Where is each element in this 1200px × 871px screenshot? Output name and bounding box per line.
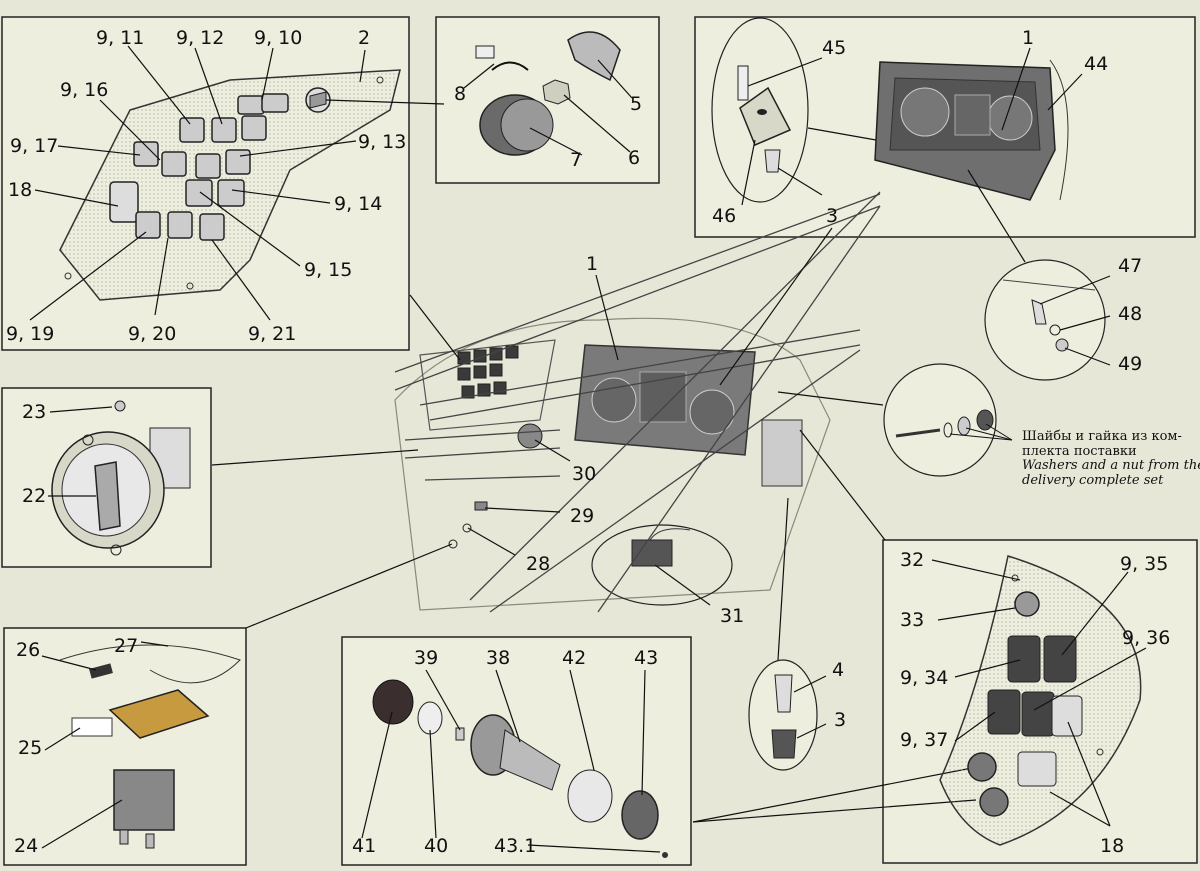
callout-2: 2 [358,27,370,49]
switch-panel-leaders [29,45,445,321]
callout-6: 6 [628,147,640,169]
callout-18-panel1: 18 [8,179,32,201]
callout-43-1: 43.1 [494,835,536,857]
callout-25: 25 [18,737,42,759]
center-dashboard-drawing [394,317,831,611]
callout-24: 24 [14,835,38,857]
callout-32: 32 [900,549,924,571]
callout-5: 5 [630,93,642,115]
callout-9-37: 9, 37 [900,729,948,751]
callout-40: 40 [424,835,448,857]
callout-9-19: 9, 19 [6,323,54,345]
callout-47: 47 [1118,255,1142,277]
callout-43: 43 [634,647,658,669]
callout-3-bolt: 3 [834,709,846,731]
callout-49: 49 [1118,353,1142,375]
callout-46: 46 [712,205,736,227]
center-leaders [211,227,977,823]
callout-9-16: 9, 16 [60,79,108,101]
callout-18-right: 18 [1100,835,1124,857]
callout-9-36: 9, 36 [1122,627,1170,649]
callout-9-35: 9, 35 [1120,553,1168,575]
note-ru-line2: плекта поставки [1022,444,1137,459]
callout-48: 48 [1118,303,1142,325]
callout-8: 8 [454,83,466,105]
callout-42: 42 [562,647,586,669]
callout-9-10: 9, 10 [254,27,302,49]
callout-41: 41 [352,835,376,857]
callout-9-12: 9, 12 [176,27,224,49]
note-en-line2: delivery complete set [1022,473,1164,488]
callout-29: 29 [570,505,594,527]
callout-22: 22 [22,485,46,507]
callout-39: 39 [414,647,438,669]
callout-1-center: 1 [586,253,598,275]
callout-9-14: 9, 14 [334,193,382,215]
callout-28: 28 [526,553,550,575]
callout-9-11: 9, 11 [96,27,144,49]
mass-switch-drawing [59,644,241,849]
bolt-detail [748,659,827,771]
callout-9-21: 9, 21 [248,323,296,345]
note-ru-line1: Шайбы и гайка из ком- [1022,429,1182,444]
knob-detail-leaders [463,59,633,156]
mass-switch-frame [3,627,247,866]
callout-9-17: 9, 17 [10,135,58,157]
callout-44: 44 [1084,53,1108,75]
socket-exploded-drawing [372,679,668,858]
callout-4: 4 [832,659,844,681]
callout-1-cluster: 1 [1022,27,1034,49]
callout-31: 31 [720,605,744,627]
callout-9-13: 9, 13 [358,131,406,153]
callout-3-cluster: 3 [826,205,838,227]
callout-7: 7 [570,149,582,171]
callout-9-15: 9, 15 [304,259,352,281]
light-switch-leaders [48,406,113,497]
callout-9-34: 9, 34 [900,667,948,689]
callout-23: 23 [22,401,46,423]
callout-45: 45 [822,37,846,59]
instrument-cluster-leaders [741,47,1111,366]
outline-bands [394,191,881,613]
knob-detail-drawing [475,31,621,156]
callout-27: 27 [114,635,138,657]
callout-33: 33 [900,609,924,631]
callout-26: 26 [16,639,40,661]
washer-detail [883,363,1013,477]
light-switch-drawing [51,400,191,556]
callout-30: 30 [572,463,596,485]
callout-labels: 9, 11 9, 12 9, 10 2 9, 16 9, 17 9, 13 18… [6,27,1200,857]
mass-switch-leaders [41,641,169,849]
right-panel-leaders [931,559,1147,827]
note-en-line1: Washers and a nut from the [1022,458,1200,473]
callout-9-20: 9, 20 [128,323,176,345]
callout-38: 38 [486,647,510,669]
socket-leaders [361,669,661,853]
